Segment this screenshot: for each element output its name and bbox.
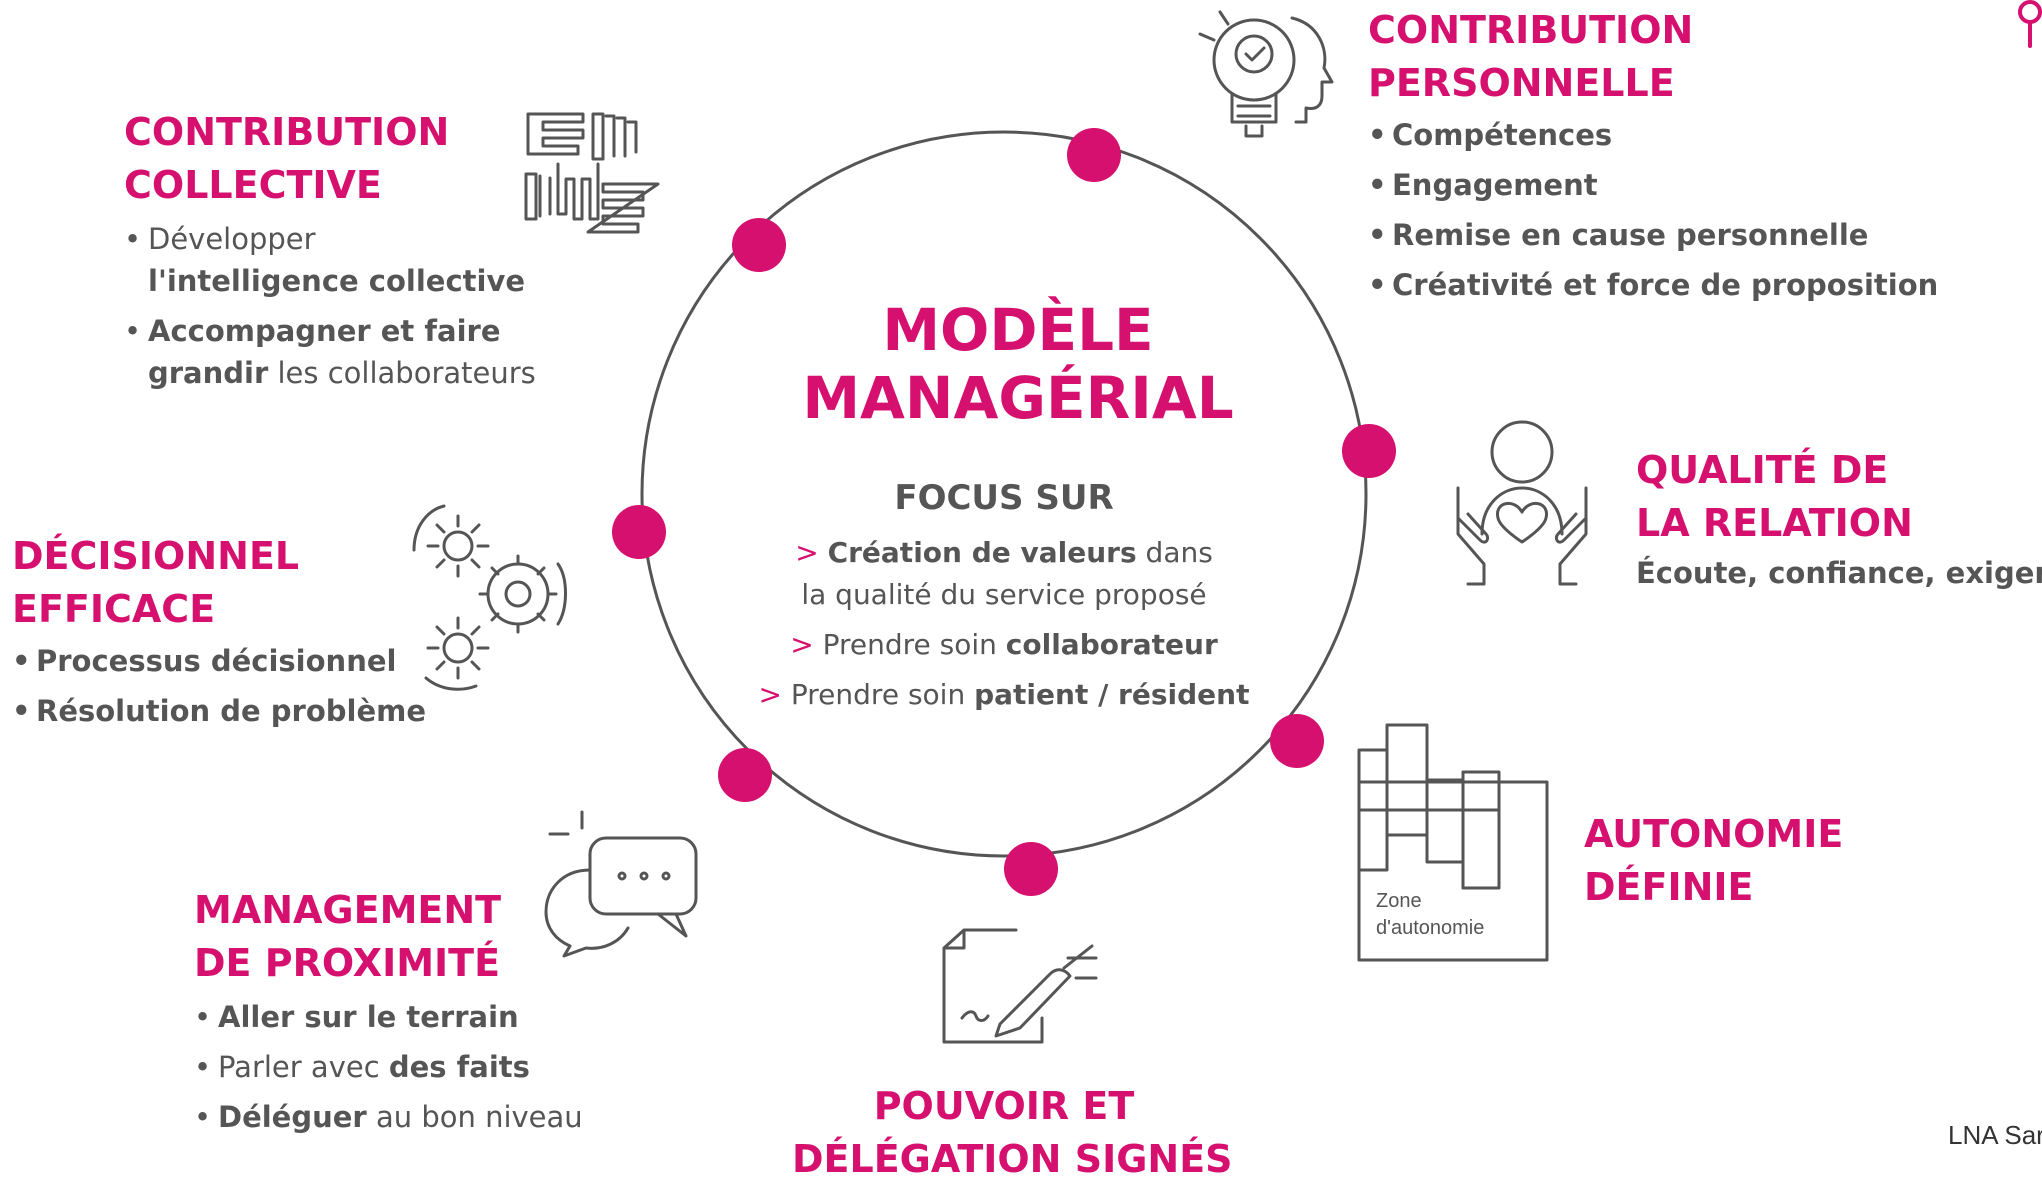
proximity-bullets: Aller sur le terrain Parler avec des fai…	[194, 996, 583, 1146]
ring-dot-delegation	[1004, 842, 1058, 896]
center-title: MODÈLE MANAGÉRIAL	[718, 296, 1318, 432]
focus-line-2: > Prendre soin collaborateur	[790, 628, 1218, 661]
focus-title: FOCUS SUR	[894, 478, 1114, 518]
ring-dot-decision	[612, 505, 666, 559]
focus-line-1: > Création de valeurs dans	[795, 536, 1213, 569]
personal-bullets: Compétences Engagement Remise en cause p…	[1368, 114, 1938, 314]
personal-bullet-2: Engagement	[1368, 164, 1938, 206]
ring-dot-relation	[1342, 424, 1396, 478]
proximity-bullet-1: Aller sur le terrain	[194, 996, 583, 1038]
center-title-line1: MODÈLE	[882, 296, 1154, 364]
delegation-title: POUVOIR ET DÉLÉGATION SIGNÉS	[792, 1084, 1233, 1181]
hands-teamwork-icon	[524, 112, 660, 234]
signed-document-icon	[942, 928, 1098, 1044]
center-title-line2: MANAGÉRIAL	[802, 364, 1234, 432]
gears-icon	[412, 504, 567, 691]
ring-dot-personal	[1067, 128, 1121, 182]
lightbulb-head-icon	[1198, 10, 1334, 138]
personal-title: CONTRIBUTION PERSONNELLE	[1368, 8, 1694, 105]
proximity-title: MANAGEMENT DE PROXIMITÉ	[194, 888, 502, 985]
collective-bullets: Développer l'intelligence collective Acc…	[124, 218, 536, 402]
autonomy-chart-icon	[1357, 723, 1549, 962]
zone-label: Zone d'autonomie	[1376, 890, 1485, 939]
proximity-bullet-2: Parler avec des faits	[194, 1046, 583, 1088]
collective-bullet-2: Accompagner et faire grandir les collabo…	[124, 310, 536, 394]
decision-bullet-2: Résolution de problème	[12, 690, 426, 732]
footer-credit: LNA Sar	[1948, 1120, 2042, 1150]
personal-bullet-3: Remise en cause personnelle	[1368, 214, 1938, 256]
focus-line-3: > Prendre soin patient / résident	[758, 678, 1250, 711]
focus-line-1b: la qualité du service proposé	[801, 578, 1207, 611]
ring-dot-proximity	[718, 748, 772, 802]
decision-bullets: Processus décisionnel Résolution de prob…	[12, 640, 426, 740]
decision-title: DÉCISIONNEL EFFICACE	[12, 534, 300, 631]
proximity-bullet-3: Déléguer au bon niveau	[194, 1096, 583, 1138]
decision-bullet-1: Processus décisionnel	[12, 640, 426, 682]
person-heart-hands-icon	[1456, 420, 1588, 586]
relation-title: QUALITÉ DE LA RELATION	[1636, 448, 1913, 545]
logo-mark-icon	[2018, 0, 2042, 48]
personal-bullet-4: Créativité et force de proposition	[1368, 264, 1938, 306]
collective-bullet-1: Développer l'intelligence collective	[124, 218, 536, 302]
autonomy-title: AUTONOMIE DÉFINIE	[1584, 812, 1844, 909]
ring-dot-autonomy	[1270, 714, 1324, 768]
collective-title: CONTRIBUTION COLLECTIVE	[124, 110, 450, 207]
ring-dot-collective	[732, 218, 786, 272]
chat-bubbles-icon	[544, 810, 698, 958]
personal-bullet-1: Compétences	[1368, 114, 1938, 156]
relation-subtitle: Écoute, confiance, exigence	[1636, 556, 2042, 590]
